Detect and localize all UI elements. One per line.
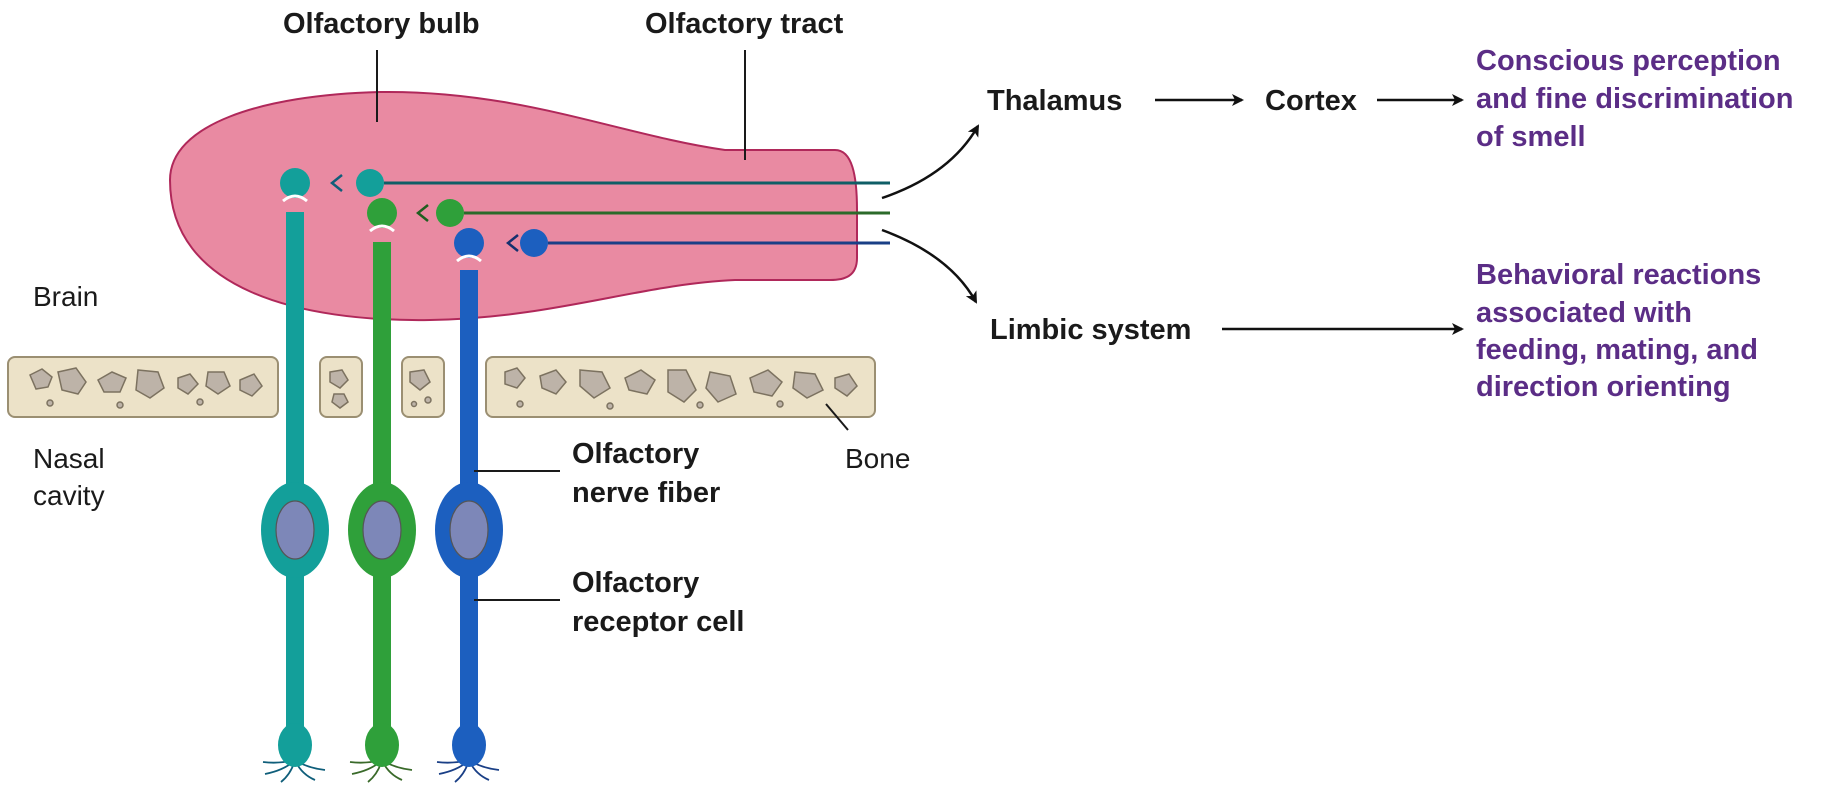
behavioral-outcome-line2: associated with — [1476, 297, 1692, 329]
nasal-cavity-label-line2: cavity — [33, 480, 105, 511]
nasal-cavity-label-line1: Nasal — [33, 443, 105, 474]
cortex-label: Cortex — [1265, 85, 1357, 117]
blue-mitral-cell — [520, 229, 548, 257]
blue-knob — [452, 723, 486, 767]
bone-label: Bone — [845, 443, 910, 474]
behavioral-outcome-line1: Behavioral reactions — [1476, 259, 1761, 291]
olfactory-bulb-shape — [170, 92, 857, 320]
limbic-system-label: Limbic system — [990, 314, 1191, 346]
blue-synapse-terminal — [454, 228, 484, 258]
receptor-cell-label-line2: receptor cell — [572, 606, 744, 638]
teal-mitral-cell — [356, 169, 384, 197]
conscious-outcome-line3: of smell — [1476, 121, 1586, 153]
teal-synapse-terminal — [280, 168, 310, 198]
green-knob — [365, 723, 399, 767]
behavioral-outcome-line4: direction orienting — [1476, 371, 1731, 403]
green-nucleus — [363, 501, 401, 559]
green-synapse-terminal — [367, 198, 397, 228]
conscious-outcome-line1: Conscious perception — [1476, 45, 1781, 77]
behavioral-outcome-line3: feeding, mating, and — [1476, 334, 1758, 366]
teal-nucleus — [276, 501, 314, 559]
conscious-outcome-line2: and fine discrimination — [1476, 83, 1793, 115]
arrow-to-thalamus — [882, 126, 978, 198]
blue-nucleus — [450, 501, 488, 559]
green-mitral-cell — [436, 199, 464, 227]
arrow-to-limbic — [882, 230, 976, 302]
nerve-fiber-label-line1: Olfactory — [572, 438, 699, 470]
teal-knob — [278, 723, 312, 767]
brain-label: Brain — [33, 281, 98, 312]
receptor-cell-label-line1: Olfactory — [572, 567, 699, 599]
olfactory-tract-label: Olfactory tract — [645, 8, 844, 40]
nerve-fiber-label-line2: nerve fiber — [572, 477, 720, 509]
olfactory-bulb-label: Olfactory bulb — [283, 8, 480, 40]
thalamus-label: Thalamus — [987, 85, 1122, 117]
